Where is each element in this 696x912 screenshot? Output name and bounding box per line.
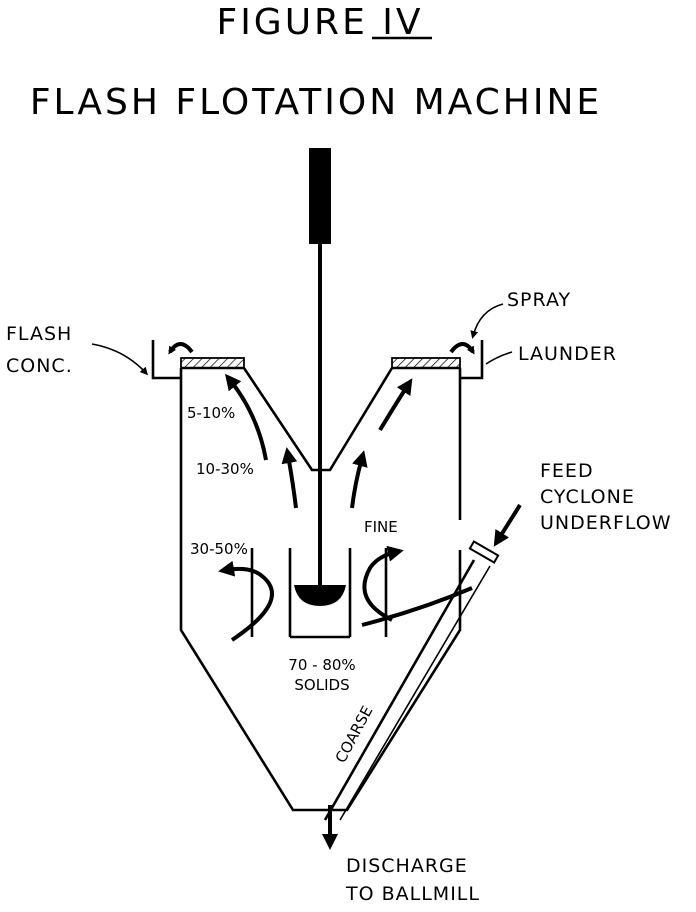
flow-arrow-fine (362, 545, 404, 622)
stator (250, 548, 388, 639)
left-ledge (180, 357, 245, 369)
launder-leader (485, 351, 513, 365)
feed-pipe-cap (468, 540, 500, 564)
zone-top-label: 5-10% (187, 404, 235, 422)
left-launder-arrow (168, 342, 194, 355)
diagram-title: FLASH FLOTATION MACHINE (30, 82, 602, 123)
flash-conc-leader (91, 343, 149, 376)
flow-arrow-right-up (378, 378, 413, 432)
flash-conc-label-2: CONC. (6, 355, 73, 377)
right-launder (460, 340, 484, 380)
discharge-label-2: TO BALLMILL (345, 883, 480, 905)
spray-label: SPRAY (507, 289, 571, 311)
feed-label-3: UNDERFLOW (540, 512, 672, 534)
left-launder (151, 340, 181, 380)
spray-leader (470, 303, 504, 339)
flash-conc-label-1: FLASH (6, 323, 72, 345)
feed-in-arrow (493, 503, 522, 547)
feed-to-tank-arrow (361, 586, 473, 627)
feed-pipe-inner (339, 565, 491, 821)
impeller (294, 585, 346, 606)
feed-pipe (323, 559, 476, 821)
coarse-label: COARSE (332, 703, 377, 766)
flow-arrow-left-up (225, 373, 268, 461)
zone-low-label: 30-50% (190, 540, 248, 558)
right-ledge (391, 357, 461, 369)
discharge-label-1: DISCHARGE (346, 855, 468, 877)
flow-arrow-left-mid (281, 447, 298, 509)
zone-mid-label: 10-30% (196, 460, 254, 478)
solids-label-1: 70 - 80% (288, 656, 355, 674)
feed-label-2: CYCLONE (540, 486, 635, 508)
right-launder-arrow (449, 342, 475, 355)
drive-motor (309, 148, 331, 244)
flow-arrow-right-mid (350, 450, 368, 509)
fine-label: FINE (364, 518, 398, 536)
launder-label: LAUNDER (518, 343, 617, 365)
feed-label-1: FEED (540, 460, 594, 482)
solids-label-2: SOLIDS (294, 676, 349, 694)
flow-arrow-left-circulate (218, 560, 274, 642)
figure-label: FIGURE IV (216, 2, 423, 43)
